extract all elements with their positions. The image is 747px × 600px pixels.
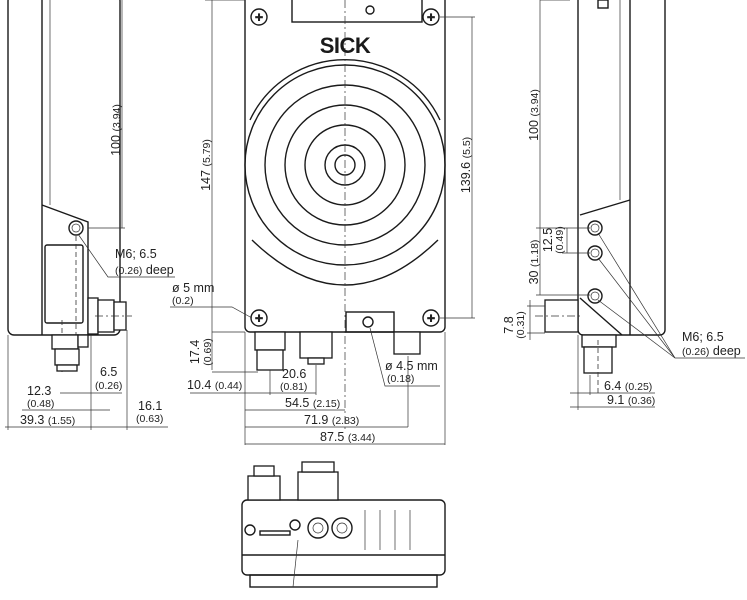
- svg-text:✚: ✚: [255, 313, 264, 325]
- dim-7-8-value: 7.8: [502, 316, 516, 333]
- dim-100-right-inch: (3.94): [529, 89, 541, 116]
- dim-12-5-inch: (0.49): [554, 226, 566, 253]
- dim-54-5-inch: (2.15): [313, 398, 340, 410]
- right-side-view: 100 (3.94) 12.5 (0.49) 30 (1.18) 7.8 (0.…: [502, 0, 745, 410]
- thread-note-right-line1: M6; 6.5: [682, 330, 724, 344]
- dim-7-8-inch: (0.31): [515, 311, 527, 338]
- svg-text:9.1 (0.36): 9.1 (0.36): [607, 393, 655, 407]
- dim-100-right-value: 100: [527, 120, 541, 141]
- svg-text:✚: ✚: [427, 12, 436, 24]
- thread-note-left-suffix: deep: [146, 263, 174, 277]
- dim-39-3-inch: (1.55): [48, 415, 75, 427]
- dim-87-5-inch: (3.44): [348, 432, 375, 444]
- dim-20-6-inch: (0.81): [280, 381, 307, 393]
- dim-6-5-value: 6.5: [100, 365, 117, 379]
- connector-right: [535, 299, 617, 395]
- svg-text:39.3 (1.55): 39.3 (1.55): [20, 413, 75, 427]
- thread-note-right-inch: (0.26): [682, 346, 709, 358]
- dim-54-5-value: 54.5: [285, 396, 309, 410]
- svg-text:✚: ✚: [255, 12, 264, 24]
- svg-text:(0.26) deep: (0.26) deep: [115, 263, 174, 277]
- thread-note-right-suffix: deep: [713, 344, 741, 358]
- hole-4-5mm-value: ø 4.5 mm: [385, 359, 438, 373]
- connector-side: [87, 297, 132, 335]
- svg-text:54.5 (2.15): 54.5 (2.15): [285, 396, 340, 410]
- left-side-view: 100 (3.94) M6; 6.5 (0.26) deep 6.5 (0.26…: [5, 0, 175, 430]
- dim-30-value: 30: [527, 270, 541, 284]
- hole-5mm-inch: (0.2): [172, 295, 194, 307]
- dim-17-4-inch: (0.69): [202, 338, 214, 365]
- thread-note-left-line1: M6; 6.5: [115, 247, 157, 261]
- svg-text:87.5 (3.44): 87.5 (3.44): [320, 430, 375, 444]
- svg-text:71.9 (2.83): 71.9 (2.83): [304, 413, 359, 427]
- connectors: [254, 331, 421, 371]
- sick-logo: SICK: [320, 33, 371, 58]
- dim-71-9-value: 71.9: [304, 413, 328, 427]
- dim-100-inch: (3.94): [111, 104, 123, 131]
- dim-87-5-value: 87.5: [320, 430, 344, 444]
- dim-100-value: 100: [109, 135, 123, 156]
- hole-5mm-value: ø 5 mm: [172, 281, 214, 295]
- dim-39-3-value: 39.3: [20, 413, 44, 427]
- svg-text:100 (3.94): 100 (3.94): [109, 104, 123, 156]
- svg-text:30 (1.18): 30 (1.18): [527, 240, 541, 285]
- dim-12-3-value: 12.3: [27, 384, 51, 398]
- bottom-view: [241, 461, 446, 588]
- svg-text:100 (3.94): 100 (3.94): [527, 89, 541, 141]
- thread-note-right-leaders: [597, 232, 745, 359]
- hole-4-5mm-inch: (0.18): [387, 373, 414, 385]
- svg-text:147 (5.79): 147 (5.79): [199, 139, 213, 191]
- dim-6-5-inch: (0.26): [95, 380, 122, 392]
- dim-16-1-value: 16.1: [138, 399, 162, 413]
- front-view: SICK ✚ ✚ ✚ ✚ 147 (5.79) 139.6 (5.5): [170, 0, 475, 445]
- dim-9-1-value: 9.1: [607, 393, 624, 407]
- dim-147-inch: (5.79): [201, 139, 213, 166]
- mount-bracket: [345, 311, 395, 333]
- dim-10-4-value: 10.4: [187, 378, 211, 392]
- dim-139-6-inch: (5.5): [461, 137, 473, 159]
- dim-9-1-inch: (0.36): [628, 395, 655, 407]
- dim-20-6-value: 20.6: [282, 367, 306, 381]
- dim-16-1-inch: (0.63): [136, 413, 163, 425]
- dim-147-value: 147: [199, 170, 213, 191]
- dim-6-4-value: 6.4: [604, 379, 621, 393]
- svg-text:✚: ✚: [427, 313, 436, 325]
- connector-bottom: [51, 334, 89, 372]
- svg-text:(0.26) deep: (0.26) deep: [682, 344, 741, 358]
- screws: ✚ ✚ ✚ ✚: [250, 5, 440, 327]
- dim-12-3-inch: (0.48): [27, 398, 54, 410]
- dim-10-4-inch: (0.44): [215, 380, 242, 392]
- dim-17-4-value: 17.4: [188, 340, 202, 364]
- svg-text:139.6 (5.5): 139.6 (5.5): [459, 137, 473, 193]
- svg-text:6.4 (0.25): 6.4 (0.25): [604, 379, 652, 393]
- dim-30-inch: (1.18): [529, 240, 541, 267]
- dim-12-5-value: 12.5: [541, 228, 555, 252]
- svg-text:10.4 (0.44): 10.4 (0.44): [187, 378, 242, 392]
- dim-6-4-inch: (0.25): [625, 381, 652, 393]
- dim-139-6-value: 139.6: [459, 162, 473, 193]
- thread-note-left-inch: (0.26): [115, 265, 142, 277]
- dim-71-9-inch: (2.83): [332, 415, 359, 427]
